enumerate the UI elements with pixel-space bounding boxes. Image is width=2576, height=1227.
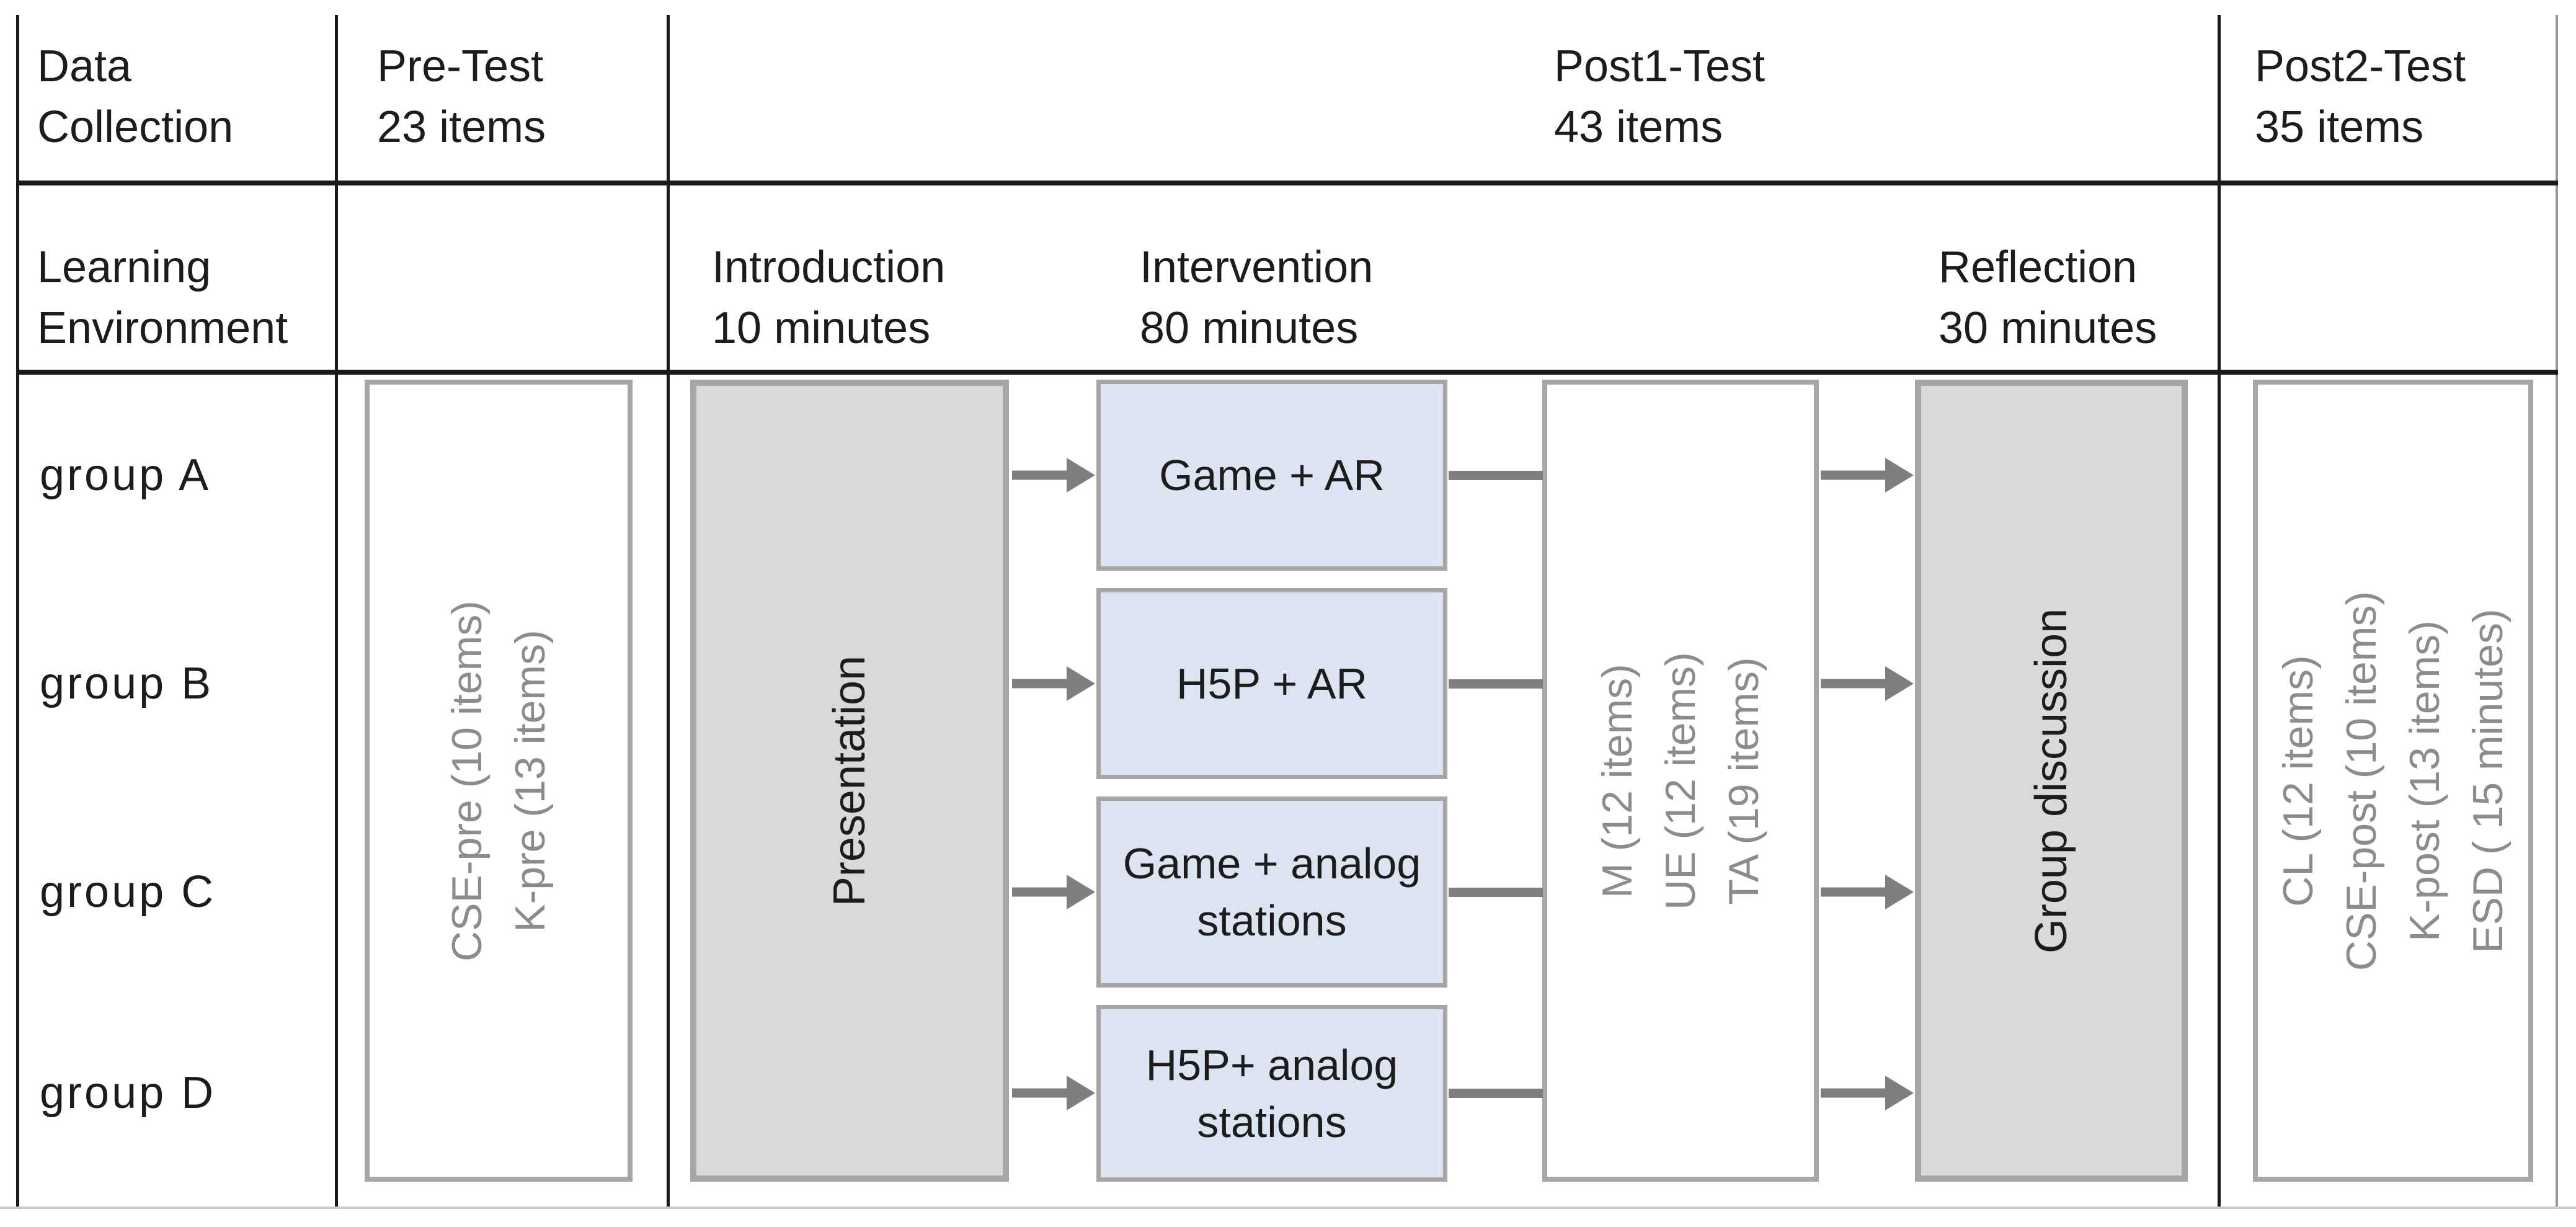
phase-intervention-line1: Intervention — [1140, 243, 1374, 292]
table-right-border — [2556, 15, 2558, 1208]
column-divider-1 — [335, 15, 338, 1208]
arrow-head — [1067, 666, 1095, 701]
pre-test-box: CSE-pre (10 items) K-pre (13 items) — [365, 380, 633, 1182]
group-b-label: group B — [40, 659, 214, 708]
header-data-collection-line1: Data — [37, 42, 132, 91]
connector-line — [1449, 679, 1543, 689]
group-d-label: group D — [40, 1068, 216, 1118]
group-discussion-box-label: Group discussion — [2027, 608, 2076, 953]
arrow-shaft — [1012, 1088, 1069, 1098]
phase-reflection: Reflection 30 minutes — [1939, 237, 2157, 359]
intervention-box-h5p-analog: H5P+ analog stations — [1096, 1005, 1447, 1182]
header-pre-test-line1: Pre-Test — [377, 42, 544, 91]
arrow-shaft — [1821, 1088, 1888, 1098]
phase-intervention-line2: 80 minutes — [1140, 303, 1359, 353]
header-post1-test-line1: Post1-Test — [1554, 42, 1765, 91]
phase-learning-environment: Learning Environment — [37, 237, 288, 359]
connector-line — [1449, 1089, 1543, 1098]
header-pre-test: Pre-Test 23 items — [377, 36, 546, 158]
column-divider-2 — [667, 15, 670, 1208]
post1-test-box: M (12 items) UE (12 items) TA (19 items) — [1542, 380, 1819, 1182]
group-c-label: group C — [40, 867, 216, 917]
phase-learning-environment-line1: Learning — [37, 243, 211, 292]
intervention-box-game-ar-label: Game + AR — [1159, 451, 1385, 499]
intervention-box-h5p-analog-label: H5P+ analog stations — [1145, 1040, 1398, 1146]
arrow-head — [1885, 458, 1914, 493]
row-separator-1 — [16, 181, 2558, 185]
post2-test-items: CL (12 items) CSE-post (10 items) K-post… — [2267, 591, 2520, 970]
header-post2-test-line2: 35 items — [2255, 102, 2424, 152]
table-left-border — [16, 15, 19, 1208]
post1-test-items: M (12 items) UE (12 items) TA (19 items) — [1586, 652, 1775, 910]
arrow-head — [1067, 875, 1095, 909]
post2-test-item: ESD ( 15 minutes) — [2464, 608, 2512, 953]
presentation-box: Presentation — [690, 380, 1009, 1182]
group-a-label: group A — [40, 450, 211, 500]
post2-test-item: K-post (13 items) — [2401, 620, 2448, 942]
pre-test-item: CSE-pre (10 items) — [443, 600, 491, 962]
post1-test-item: UE (12 items) — [1657, 651, 1704, 910]
phase-learning-environment-line2: Environment — [37, 303, 288, 353]
arrow-shaft — [1821, 887, 1888, 897]
arrow-head — [1885, 1076, 1914, 1110]
arrow-head — [1067, 458, 1095, 493]
arrow-right-icon — [1012, 458, 1095, 493]
phase-intervention: Intervention 80 minutes — [1140, 237, 1373, 359]
intervention-box-h5p-ar: H5P + AR — [1096, 588, 1447, 779]
intervention-box-h5p-ar-label: H5P + AR — [1176, 659, 1368, 708]
post2-test-item: CSE-post (10 items) — [2338, 591, 2385, 971]
phase-reflection-line1: Reflection — [1939, 243, 2138, 292]
header-data-collection: Data Collection — [37, 36, 233, 158]
arrow-shaft — [1012, 679, 1069, 689]
connector-line — [1449, 888, 1543, 897]
header-post2-test-line1: Post2-Test — [2255, 42, 2466, 91]
arrow-right-icon — [1821, 458, 1914, 493]
arrow-head — [1885, 875, 1914, 909]
post1-test-item: M (12 items) — [1594, 663, 1641, 898]
arrow-right-icon — [1821, 1076, 1914, 1110]
post1-test-item: TA (19 items) — [1720, 656, 1767, 905]
post2-test-item: CL (12 items) — [2275, 654, 2322, 907]
header-post1-test: Post1-Test 43 items — [1554, 36, 1765, 158]
table-bottom-border — [0, 1207, 2576, 1209]
intervention-box-game-analog: Game + analog stations — [1096, 796, 1447, 988]
phase-introduction-line1: Introduction — [712, 243, 946, 292]
header-post2-test: Post2-Test 35 items — [2255, 36, 2466, 158]
intervention-box-game-analog-label: Game + analog stations — [1122, 839, 1421, 945]
arrow-right-icon — [1012, 875, 1095, 909]
row-separator-2 — [16, 370, 2558, 375]
arrow-head — [1067, 1076, 1095, 1110]
presentation-box-label: Presentation — [825, 655, 874, 906]
header-data-collection-line2: Collection — [37, 102, 234, 152]
post2-test-box: CL (12 items) CSE-post (10 items) K-post… — [2253, 380, 2533, 1182]
header-pre-test-line2: 23 items — [377, 102, 546, 152]
arrow-shaft — [1012, 470, 1069, 480]
arrow-right-icon — [1821, 875, 1914, 909]
arrow-right-icon — [1821, 666, 1914, 701]
phase-reflection-line2: 30 minutes — [1939, 303, 2157, 353]
header-post1-test-line2: 43 items — [1554, 102, 1723, 152]
column-divider-3 — [2218, 15, 2221, 1208]
arrow-right-icon — [1012, 1076, 1095, 1110]
arrow-shaft — [1012, 887, 1069, 897]
arrow-shaft — [1821, 679, 1888, 689]
group-discussion-box: Group discussion — [1915, 380, 2188, 1182]
phase-introduction: Introduction 10 minutes — [712, 237, 945, 359]
connector-line — [1449, 471, 1543, 480]
pre-test-items: CSE-pre (10 items) K-pre (13 items) — [435, 600, 562, 962]
pre-test-item: K-pre (13 items) — [507, 629, 554, 932]
intervention-box-game-ar: Game + AR — [1096, 380, 1447, 571]
phase-introduction-line2: 10 minutes — [712, 303, 931, 353]
arrow-right-icon — [1012, 666, 1095, 701]
arrow-shaft — [1821, 470, 1888, 480]
arrow-head — [1885, 666, 1914, 701]
